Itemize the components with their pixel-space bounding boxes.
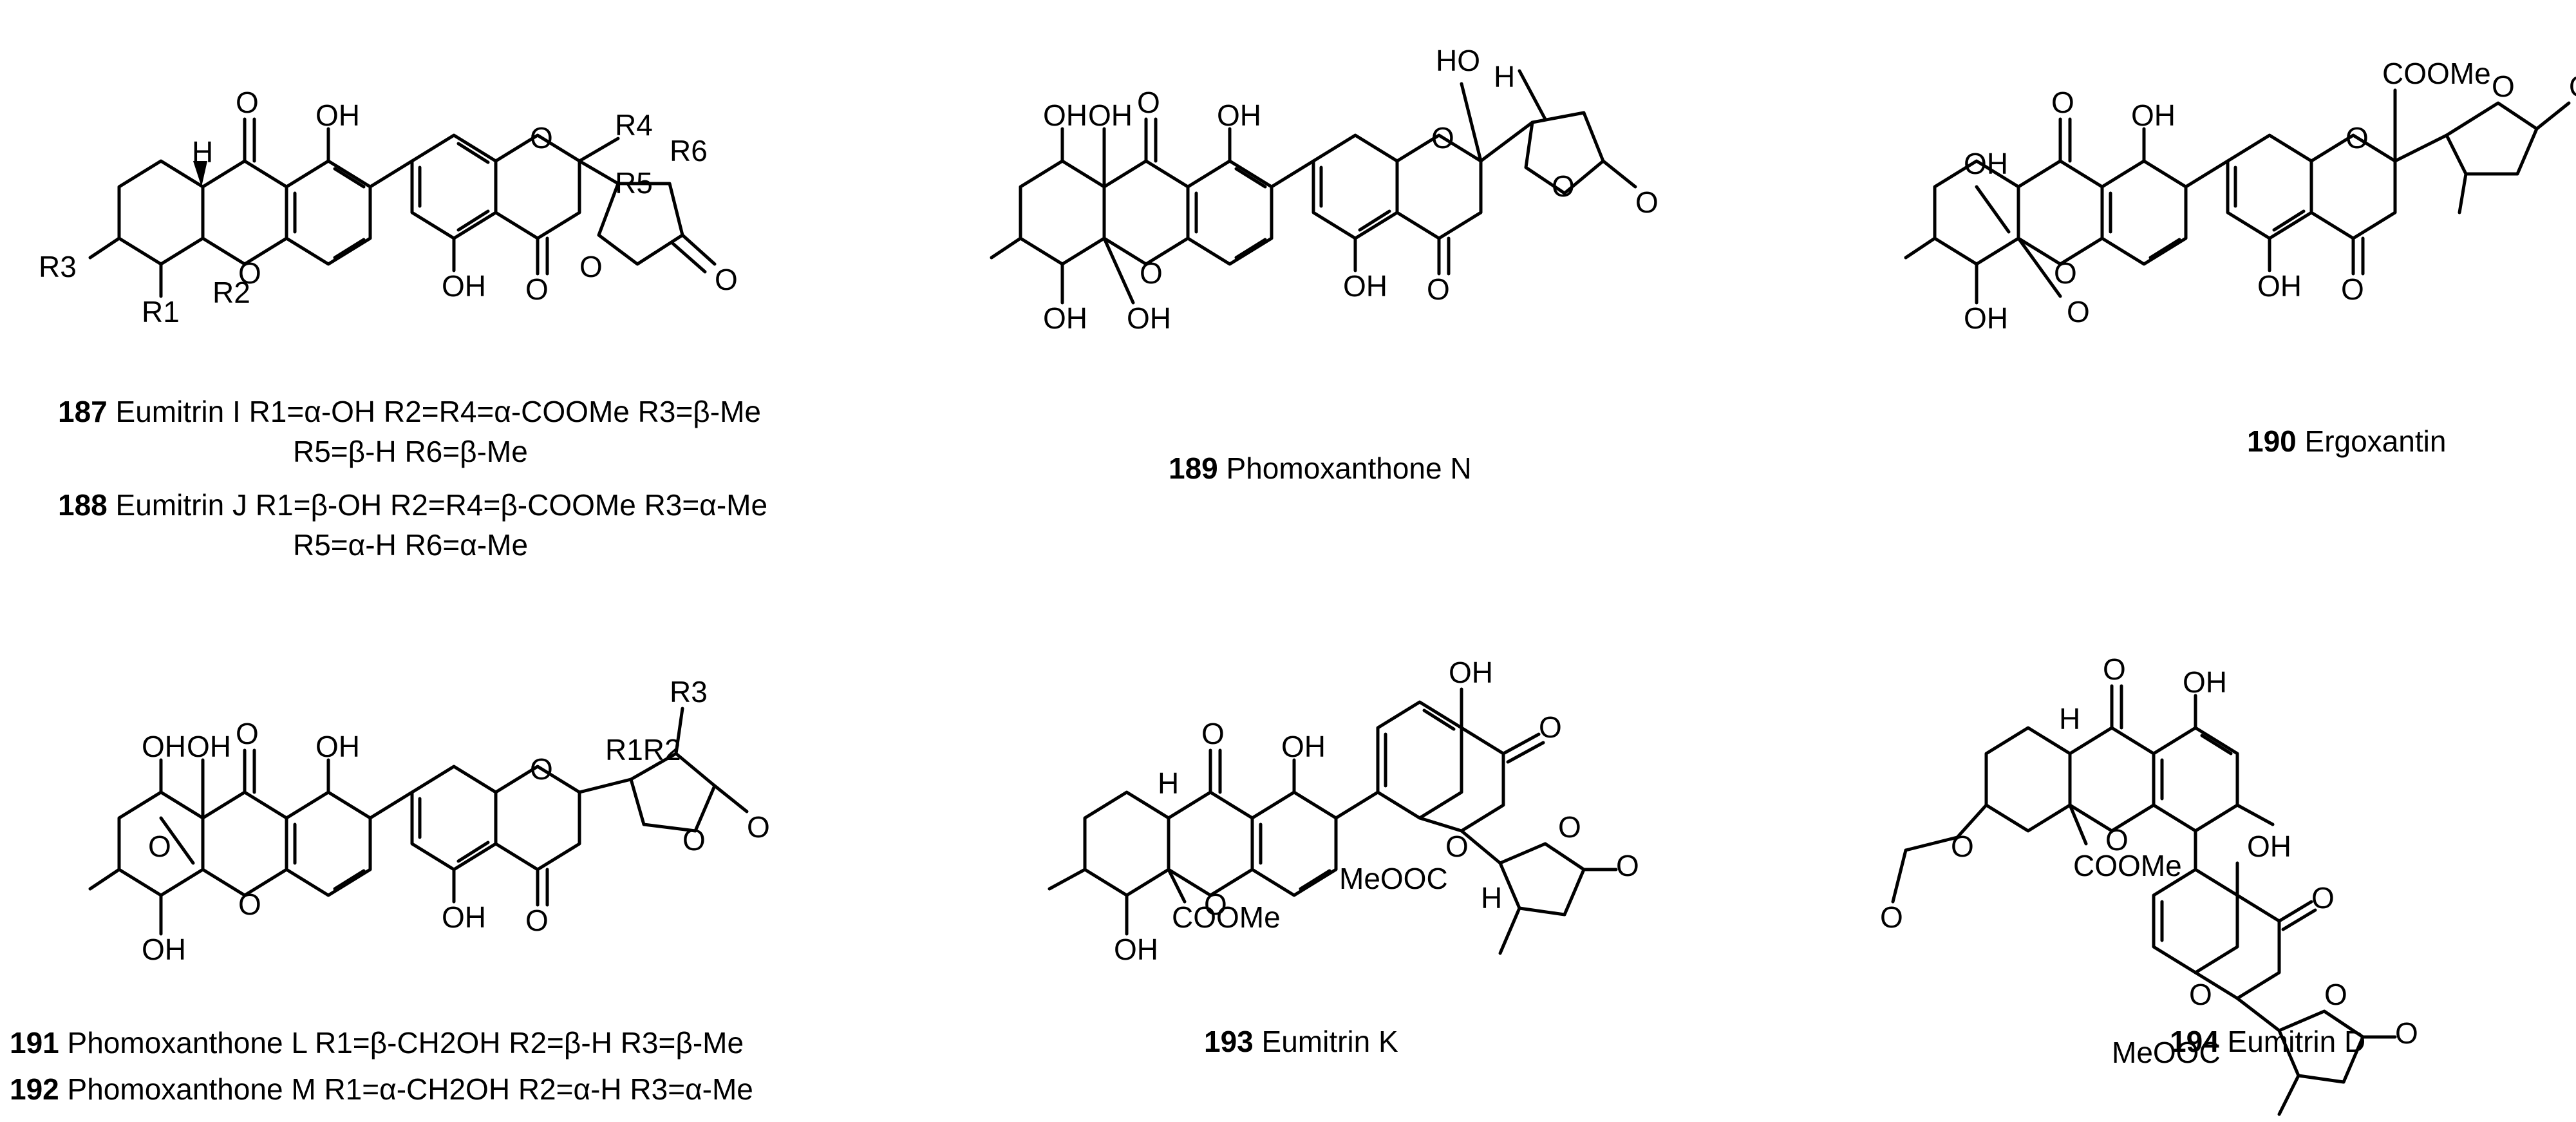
- svg-text:OH: OH: [142, 933, 186, 966]
- svg-text:O: O: [238, 888, 261, 921]
- svg-text:O: O: [2105, 823, 2129, 857]
- svg-text:H: H: [1481, 881, 1502, 915]
- svg-text:O: O: [2103, 652, 2126, 686]
- svg-text:O: O: [1204, 888, 1227, 921]
- svg-text:COOMe: COOMe: [1172, 900, 1281, 934]
- svg-text:O: O: [2341, 272, 2364, 306]
- svg-text:OH: OH: [1114, 933, 1158, 966]
- caption-194: 194 Eumitrin D: [2170, 1025, 2366, 1058]
- svg-text:O: O: [148, 830, 171, 863]
- svg-text:O: O: [747, 810, 770, 844]
- svg-text:R3: R3: [670, 675, 708, 708]
- svg-text:O: O: [579, 250, 603, 283]
- svg-text:OH: OH: [1088, 99, 1133, 132]
- svg-text:COOMe: COOMe: [2382, 57, 2491, 90]
- svg-text:O: O: [2395, 1016, 2418, 1050]
- svg-text:OH: OH: [1043, 99, 1087, 132]
- caption-187-line2: R5=β-H R6=β-Me: [293, 435, 528, 468]
- svg-text:O: O: [1137, 86, 1160, 119]
- svg-text:R4: R4: [615, 108, 653, 142]
- svg-text:OH: OH: [1964, 147, 2008, 180]
- svg-text:R3: R3: [39, 250, 77, 283]
- structure-190: O OH OH O O O OH OH O COOMe O O: [1904, 57, 2576, 335]
- caption-187: 187 Eumitrin I R1=α-OH R2=R4=α-COOMe R3=…: [58, 395, 761, 428]
- svg-text:OH: OH: [315, 730, 360, 763]
- svg-text:O: O: [1431, 121, 1454, 155]
- svg-text:O: O: [1558, 810, 1581, 844]
- svg-text:OH: OH: [442, 269, 486, 303]
- svg-text:O: O: [2492, 70, 2515, 103]
- svg-text:OH: OH: [1281, 730, 1326, 763]
- caption-193: 193 Eumitrin K: [1204, 1025, 1398, 1058]
- svg-text:OH: OH: [315, 99, 360, 132]
- svg-text:O: O: [236, 717, 259, 750]
- svg-text:OH: OH: [442, 900, 486, 934]
- svg-text:O: O: [682, 823, 706, 857]
- svg-text:O: O: [2054, 256, 2077, 290]
- svg-text:OH: OH: [2247, 830, 2291, 863]
- svg-text:O: O: [1552, 169, 1575, 203]
- svg-text:O: O: [2569, 70, 2576, 103]
- svg-text:OH: OH: [1043, 301, 1087, 335]
- svg-text:O: O: [238, 256, 261, 290]
- structure-191-192: O OH OH O O O OH OH OH O R1R2 R3 O O: [88, 675, 770, 966]
- svg-text:O: O: [525, 904, 549, 937]
- svg-text:O: O: [1880, 900, 1903, 934]
- caption-188-line2: R5=α-H R6=α-Me: [293, 528, 529, 562]
- svg-text:MeOOC: MeOOC: [1339, 862, 1448, 895]
- svg-text:R6: R6: [670, 134, 708, 167]
- svg-text:O: O: [715, 263, 738, 296]
- svg-text:OH: OH: [187, 730, 231, 763]
- svg-text:O: O: [1539, 710, 1562, 744]
- svg-text:O: O: [1951, 830, 1974, 863]
- svg-text:H: H: [1158, 766, 1179, 800]
- caption-191: 191 Phomoxanthone L R1=β-CH2OH R2=β-H R3…: [10, 1026, 744, 1060]
- svg-text:OH: OH: [1449, 656, 1493, 689]
- svg-text:O: O: [1201, 717, 1225, 750]
- svg-text:O: O: [1635, 185, 1659, 219]
- svg-text:O: O: [525, 272, 549, 306]
- svg-text:R5: R5: [615, 166, 653, 200]
- svg-text:OH: OH: [142, 730, 186, 763]
- svg-text:R1: R1: [142, 295, 180, 328]
- svg-text:HO: HO: [1436, 44, 1480, 77]
- svg-text:O: O: [2051, 86, 2074, 119]
- svg-text:O: O: [236, 86, 259, 119]
- structure-187-188: O OH OH O O O H R3 R1 R2 R4 R5 R6 O O: [39, 86, 738, 328]
- caption-190: 190 Ergoxantin: [2247, 424, 2447, 458]
- caption-192: 192 Phomoxanthone M R1=α-CH2OH R2=α-H R3…: [10, 1072, 753, 1106]
- svg-text:H: H: [1494, 60, 1515, 93]
- svg-text:OH: OH: [1127, 301, 1171, 335]
- svg-text:H: H: [192, 135, 213, 169]
- svg-text:OH: OH: [2257, 269, 2302, 303]
- svg-text:R1R2: R1R2: [605, 733, 681, 766]
- svg-text:O: O: [1616, 849, 1639, 882]
- svg-text:O: O: [2346, 121, 2369, 155]
- svg-text:R2: R2: [212, 276, 250, 309]
- svg-text:OH: OH: [1343, 269, 1387, 303]
- svg-text:O: O: [2324, 978, 2347, 1011]
- svg-text:OH: OH: [2131, 99, 2176, 132]
- svg-text:OH: OH: [1964, 301, 2008, 335]
- svg-text:OH: OH: [1217, 99, 1261, 132]
- structure-194: O OH O H COOMe OH O O MeOOC O O O O: [1880, 652, 2418, 1116]
- svg-text:O: O: [1445, 830, 1469, 863]
- svg-text:O: O: [530, 121, 553, 155]
- svg-text:O: O: [2067, 295, 2090, 328]
- svg-text:O: O: [1427, 272, 1450, 306]
- caption-189: 189 Phomoxanthone N: [1169, 452, 1472, 485]
- svg-text:COOMe: COOMe: [2073, 849, 2182, 882]
- svg-text:O: O: [530, 752, 553, 786]
- svg-text:O: O: [2189, 978, 2212, 1011]
- svg-text:H: H: [2059, 702, 2080, 736]
- svg-text:MeOOC: MeOOC: [2112, 1036, 2221, 1069]
- svg-text:O: O: [1140, 256, 1163, 290]
- caption-188: 188 Eumitrin J R1=β-OH R2=R4=β-COOMe R3=…: [58, 488, 768, 522]
- structure-193: O OH O H OH COOMe OH O O MeOOC H O O: [1048, 656, 1639, 966]
- svg-text:O: O: [2311, 881, 2335, 915]
- svg-text:OH: OH: [2183, 665, 2227, 699]
- structure-189: O OH OH O O O OH OH OH OH HO H O O: [990, 44, 1659, 335]
